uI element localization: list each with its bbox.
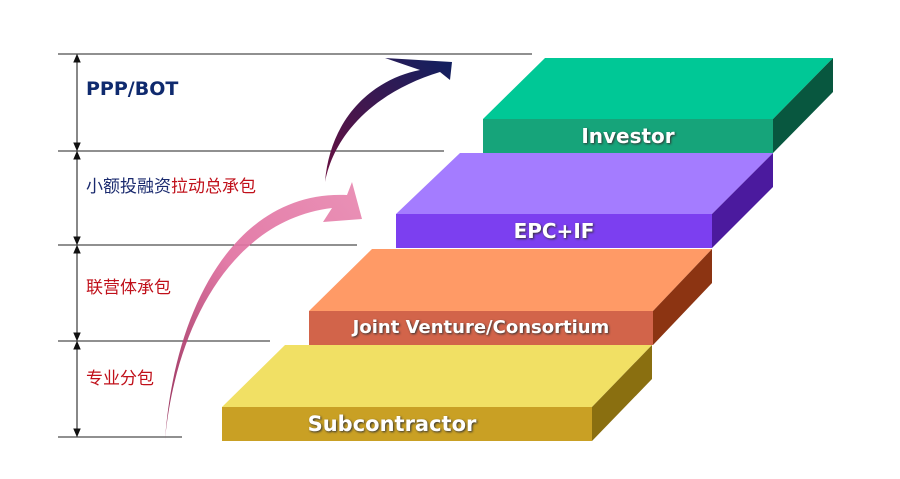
level-dividers: [58, 53, 532, 438]
level-label-subcontract: 专业分包: [86, 369, 154, 389]
step-joint-venture: [309, 249, 712, 345]
dimension-arrows: [73, 53, 81, 438]
step-label-investor: Investor: [581, 124, 675, 148]
growth-arrow-pink: [165, 182, 362, 440]
growth-arrow-dark: [325, 58, 452, 182]
step-investor: [483, 58, 833, 153]
level-label-part: 拉动总承包: [171, 177, 256, 197]
step-epc-if: [396, 153, 773, 248]
level-label-ppp-bot: PPP/BOT: [86, 78, 179, 100]
step-label-joint-venture: Joint Venture/Consortium: [352, 317, 610, 338]
level-label-consortium: 联营体承包: [86, 278, 171, 298]
step-label-subcontractor: Subcontractor: [307, 412, 477, 436]
level-label-small-finance: 小额投融资拉动总承包: [86, 172, 256, 197]
level-label-part: 小额投融资: [86, 177, 171, 197]
step-subcontractor: [222, 345, 652, 441]
step-label-epc-if: EPC+IF: [513, 219, 595, 243]
